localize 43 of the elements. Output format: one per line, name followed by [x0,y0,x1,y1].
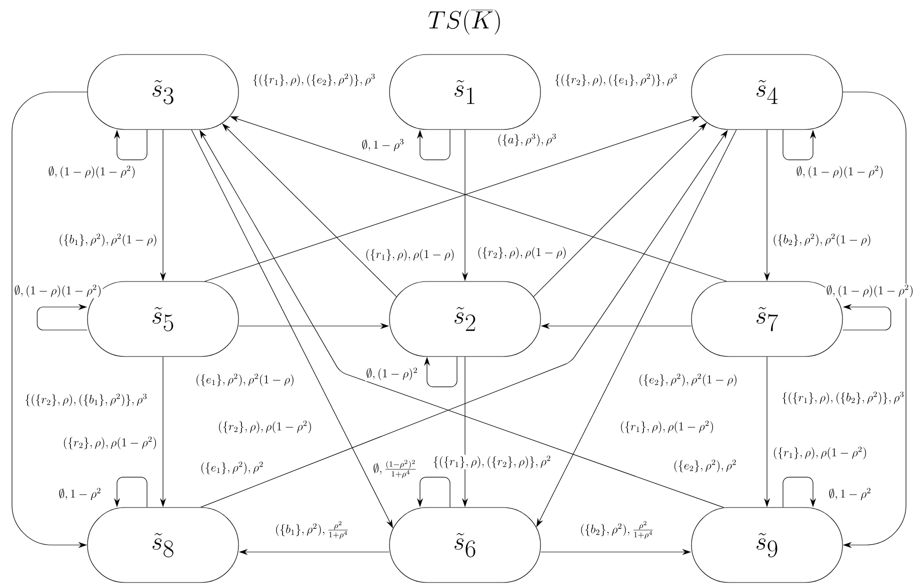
edge-label: $(\{b_1\},\rho^2),\rho^2(1-\rho)$ [58,232,158,248]
edge-label: $\emptyset,(1-\rho)(1-\rho^2)$ [47,164,137,180]
arrow [842,92,906,548]
state-node: $\tilde{s}_2$ [389,281,541,357]
edge-label: $\{(\{r_2\},\rho),(\{e_1\},\rho^2)\},\rho^3$ [553,72,679,88]
arrow [114,130,148,160]
edge-label: $(\{r_2\},\rho),\rho(1-\rho)$ [476,246,568,260]
edge-label: $(\{r_1\},\rho),\rho(1-\rho)$ [364,248,456,262]
edge-label: $\emptyset,(1-\rho)(1-\rho^2)$ [825,284,915,298]
edge-label: $\emptyset,(1-\rho)(1-\rho^2)$ [795,164,885,180]
state-node: $\tilde{s}_1$ [389,54,541,130]
arrow [36,304,88,330]
edge-label: $\emptyset,1-\rho^2$ [58,487,102,501]
edge-label: $\emptyset,\frac{(1-\rho^2)^2}{1+\rho^4}$ [372,459,418,479]
state-node: $\tilde{s}_4$ [691,54,843,130]
edge-label: $(\{b_2\},\rho^2),\frac{\rho^2}{1+\rho^4}$ [579,520,655,540]
edge-label: $\{(\{r_1\},\rho),(\{r_2\},\rho)\},\rho^2$ [432,454,552,470]
state-node: $\tilde{s}_6$ [389,507,541,583]
edge-label: $(\{e_2\},\rho^2),\rho^2(1-\rho)$ [637,372,739,388]
edge-label: $\emptyset,(1-\rho)(1-\rho^2)$ [13,284,103,298]
edge-label: $(\{r_2\},\rho),\rho(1-\rho^2)$ [216,420,314,434]
edge-label: $(\{r_1\},\rho),\rho(1-\rho^2)$ [772,446,868,460]
edge-label: $\{(\{r_2\},\rho),(\{b_1\},\rho^2)\},\rho^3$ [24,392,148,408]
state-node: $\tilde{s}_8$ [87,507,239,583]
edge-label: $(\{r_2\},\rho),\rho(1-\rho^2)$ [62,436,158,450]
edge-label: $\emptyset,1-\rho^3$ [360,138,406,152]
state-node: $\tilde{s}_3$ [87,54,239,130]
arrow [424,356,458,388]
title: $TS(\overline{K})$ [428,10,500,35]
edge-label: $(\{b_2\},\rho^2),\rho^2(1-\rho)$ [772,232,872,248]
edge-label: $(\{e_1\},\rho^2),\rho^2(1-\rho)$ [194,372,296,388]
arrow [416,130,450,160]
edge-label: $(\{a\},\rho^3),\rho^3$ [496,132,558,148]
edge-label: $\emptyset,(1-\rho)^2$ [365,366,419,382]
edge-label: $\{(\{r_1\},\rho),(\{b_2\},\rho^2)\},\rho^3$ [780,390,906,406]
edge-label: $\emptyset,1-\rho^2$ [828,487,872,501]
edge-label: $(\{r_1\},\rho),\rho(1-\rho^2)$ [618,420,716,434]
edge-label: $(\{b_1\},\rho^2),\frac{\rho^2}{1+\rho^4}$ [274,520,350,540]
state-node: $\tilde{s}_9$ [691,507,843,583]
edge-label: $(\{e_2\},\rho^2),\rho^2$ [672,458,738,474]
edge-label: $\{(\{r_1\},\rho),(\{e_2\},\rho^2)\},\rho^3$ [251,72,377,88]
arrow [782,476,816,508]
edge-label: $(\{e_1\},\rho^2),\rho^2$ [199,460,265,476]
